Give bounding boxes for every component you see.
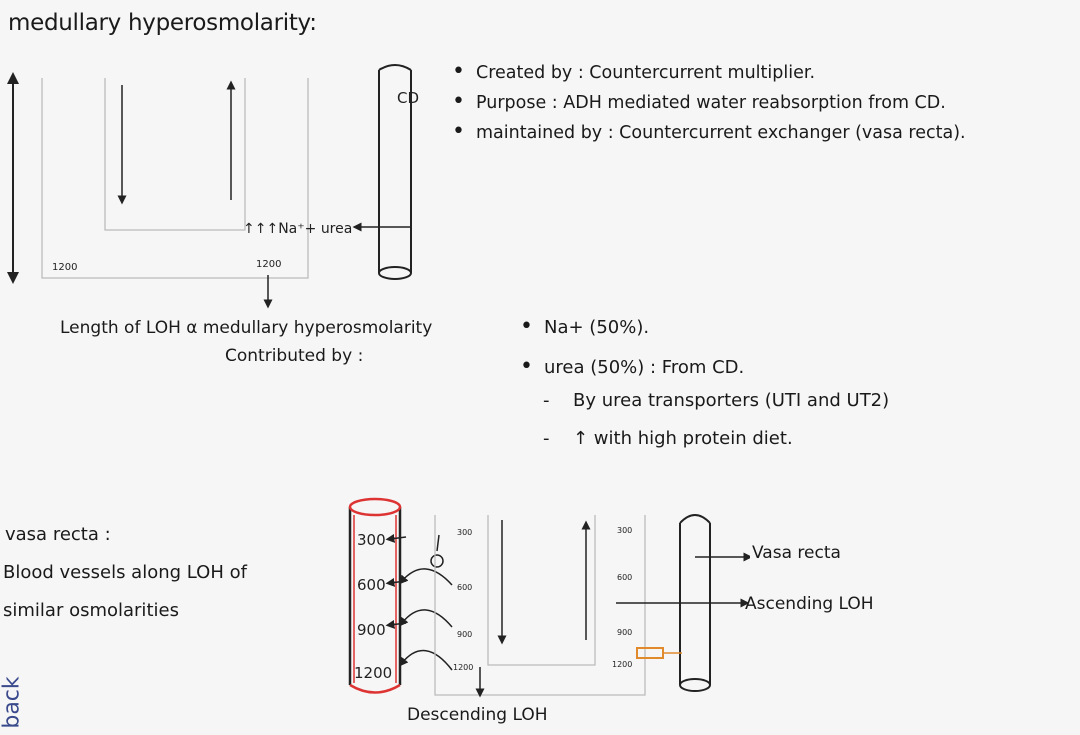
summary-bullet-list: Created by : Countercurrent multiplier. … bbox=[452, 57, 966, 148]
label-vasa-recta: Vasa recta bbox=[752, 543, 841, 563]
asc-value-600: 600 bbox=[617, 573, 632, 582]
bullet-purpose: Purpose : ADH mediated water reabsorptio… bbox=[452, 87, 966, 118]
contribution-bullet-list: Na+ (50%). urea (50%) : From CD. bbox=[520, 307, 744, 388]
vasa-recta-definition-line1: Blood vessels along LOH of bbox=[3, 562, 247, 583]
loop-of-henle-outline bbox=[41, 78, 309, 279]
desc-value-1200: 1200 bbox=[453, 663, 473, 672]
asc-value-900: 900 bbox=[617, 628, 632, 637]
bullet-created-by: Created by : Countercurrent multiplier. bbox=[452, 57, 966, 88]
bullet-urea: urea (50%) : From CD. bbox=[520, 347, 744, 388]
asc-value-300: 300 bbox=[617, 526, 632, 535]
exchange-curve-3 bbox=[399, 649, 453, 671]
desc-value-300: 300 bbox=[457, 528, 472, 537]
na-urea-label: ↑↑↑Na⁺+ urea bbox=[243, 221, 352, 237]
cd-label: CD bbox=[397, 89, 419, 107]
bullet-maintained-by: maintained by : Countercurrent exchanger… bbox=[452, 117, 966, 148]
contributed-by-label: Contributed by : bbox=[225, 346, 364, 366]
sub-bullet-protein-diet: -↑ with high protein diet. bbox=[543, 428, 793, 449]
exchange-curve-1 bbox=[399, 568, 453, 586]
label-ascending-loh: Ascending LOH bbox=[745, 594, 874, 614]
back-link[interactable]: back bbox=[0, 676, 25, 729]
vasa-recta-heading: vasa recta : bbox=[5, 524, 111, 545]
page-title: medullary hyperosmolarity: bbox=[8, 10, 317, 36]
tube-value-900: 900 bbox=[357, 621, 386, 639]
right-tube-outline bbox=[679, 514, 711, 685]
osm-right-label: 1200 bbox=[256, 259, 281, 270]
bullet-na: Na+ (50%). bbox=[520, 307, 744, 348]
asc-value-1200: 1200 bbox=[612, 660, 632, 669]
desc-value-900: 900 bbox=[457, 630, 472, 639]
osm-left-label: 1200 bbox=[52, 262, 77, 273]
loh-outline bbox=[434, 515, 646, 696]
small-circle-marker bbox=[430, 554, 444, 568]
sub-bullet-transporters: -By urea transporters (UTI and UT2) bbox=[543, 390, 890, 411]
loh-cd-diagram: CD ↑↑↑Na⁺+ urea 1200 1200 bbox=[7, 64, 419, 309]
length-proportionality-line: Length of LOH α medullary hyperosmolarit… bbox=[60, 318, 433, 338]
tube-value-600: 600 bbox=[357, 576, 386, 594]
left-tube-outline bbox=[348, 507, 402, 685]
tube-value-300: 300 bbox=[357, 531, 386, 549]
collecting-duct-tube bbox=[378, 64, 412, 273]
tube-value-1200: 1200 bbox=[354, 664, 392, 682]
vasa-recta-definition-line2: similar osmolarities bbox=[3, 600, 179, 621]
label-descending-loh: Descending LOH bbox=[407, 705, 548, 725]
exchange-curve-2 bbox=[399, 609, 453, 628]
desc-value-600: 600 bbox=[457, 583, 472, 592]
orange-marker-box bbox=[636, 647, 664, 659]
vasa-recta-diagram: 300 600 900 1200 300 600 900 1200 300 60… bbox=[348, 497, 750, 698]
